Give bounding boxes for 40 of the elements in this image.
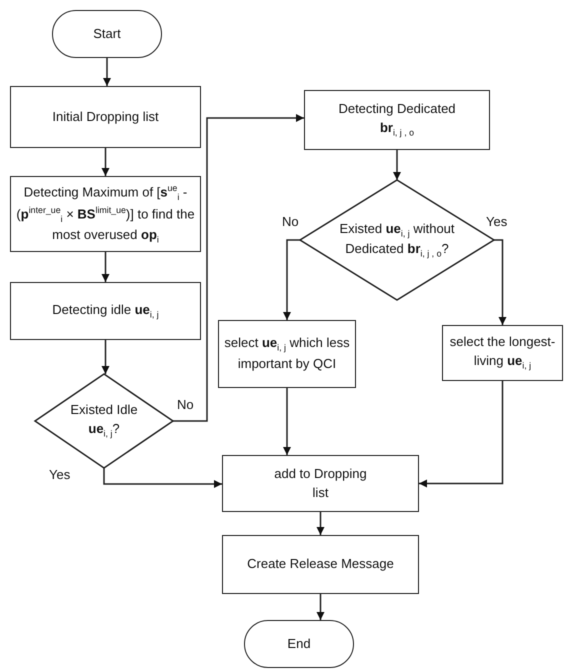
arrow [102, 148, 110, 176]
arrow [419, 381, 504, 488]
arrow [283, 239, 300, 320]
process-box [218, 320, 356, 388]
process-box [10, 282, 201, 340]
process-box [442, 325, 563, 381]
arrow [102, 252, 110, 282]
end-terminal [244, 620, 354, 668]
node-text: select ue$_{i, j}$ which less important by QCI [223, 334, 351, 373]
process-box [10, 176, 201, 252]
arrow [393, 150, 401, 180]
arrow [173, 114, 304, 422]
process-box [10, 86, 201, 148]
arrow [494, 239, 506, 325]
edge-label: No [281, 215, 300, 230]
node-text: Create Release Message [246, 555, 395, 574]
process-box [304, 90, 490, 150]
node-text: Detecting idle ue$_{i, j}$ [51, 300, 160, 322]
start-terminal [52, 10, 162, 58]
arrow [103, 468, 222, 488]
node-text: Start [92, 24, 122, 43]
process-box [222, 535, 419, 594]
node-text: Detecting Dedicated br$_{i, j , o}$ [337, 100, 457, 140]
edge-label: No [176, 398, 195, 412]
node-text: add to Dropping list [273, 464, 368, 502]
node-text: Initial Dropping list [51, 108, 160, 126]
node-text: Existed ue$_{i, j}$ without Dedicated br$_{i, j , o}$? [338, 220, 456, 260]
node-text: End [286, 634, 312, 653]
arrow [103, 58, 111, 86]
decision-diamond [35, 374, 173, 468]
node-text: Existed Idle ue$_{i, j}$? [69, 401, 139, 441]
edge-label: Yes [48, 468, 72, 482]
node-text: Detecting Maximum of [s$^{ue}$$_{i}$ - (p$^{inter_ue}$$_{i}$ × BS$^{limit_ue}$)] to find the most overused op$_{i}$ [15, 182, 196, 246]
arrow [316, 594, 324, 620]
process-box [222, 455, 419, 512]
node-text: select the longest-living ue$_{i, j}$ [448, 333, 556, 373]
arrow [316, 512, 324, 535]
edge-label: Yes [485, 215, 508, 230]
arrow [102, 340, 110, 374]
arrow [283, 388, 291, 455]
